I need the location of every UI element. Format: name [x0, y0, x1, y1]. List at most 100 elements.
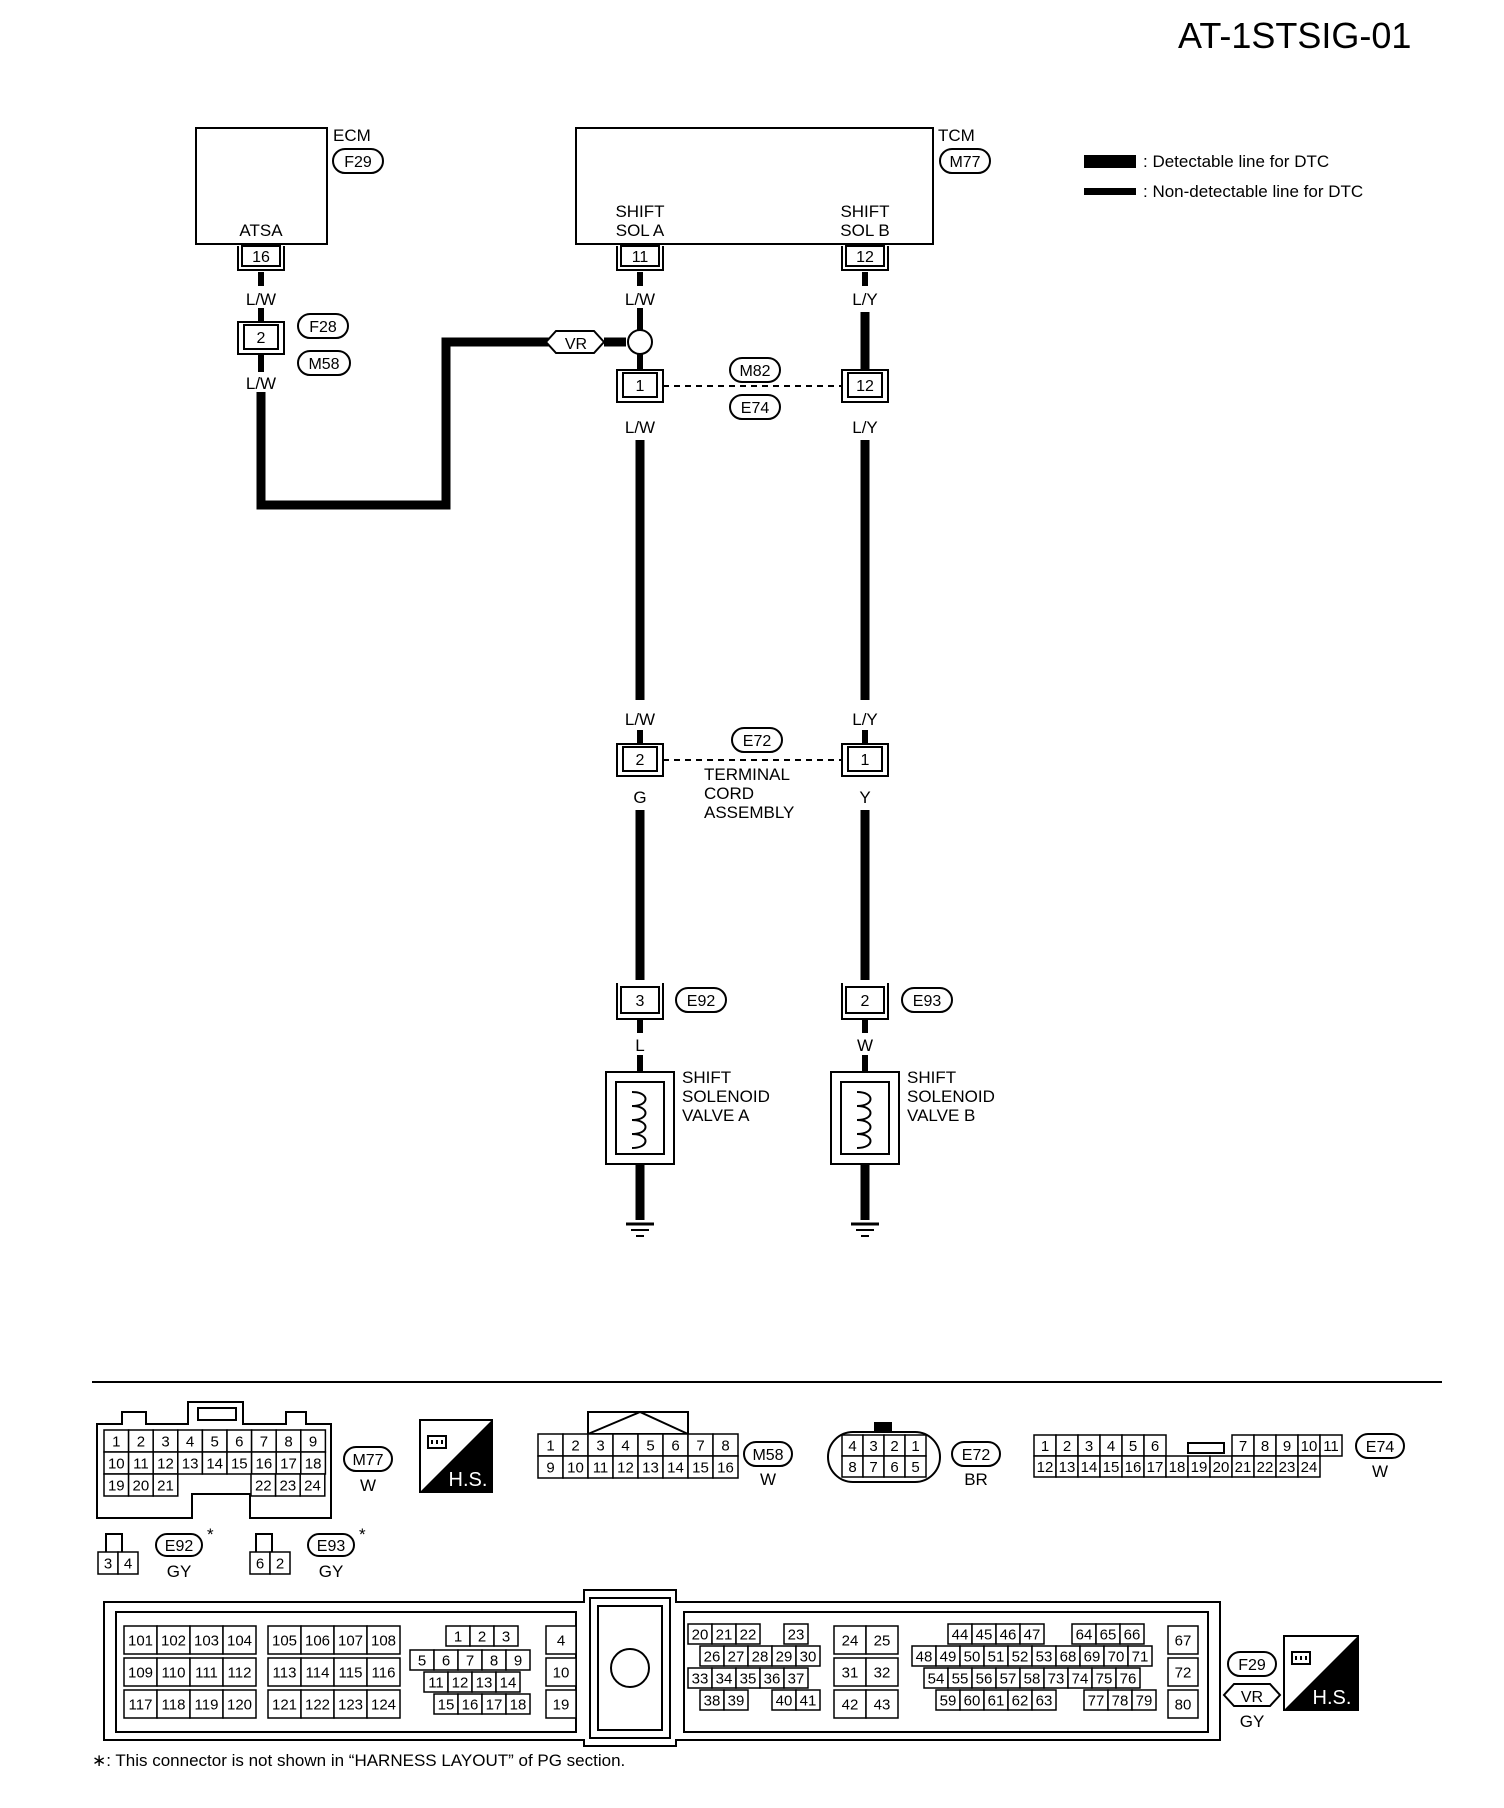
pin-number: 10 — [1301, 1438, 1318, 1455]
pin-cell — [1131, 1689, 1157, 1711]
pin-cell — [117, 1551, 139, 1575]
pin-number: 8 — [848, 1459, 856, 1476]
svg-text:E93: E93 — [913, 993, 942, 1010]
pin-cell — [505, 1649, 531, 1671]
pin-number: 18 — [305, 1455, 322, 1472]
pin-number: 119 — [195, 1696, 219, 1713]
pin-number: 12 — [617, 1459, 634, 1476]
pin-cell — [123, 1689, 158, 1719]
pin-cell — [712, 1455, 739, 1479]
wire-color-ly-1: L/Y — [852, 290, 878, 309]
pin-number: 102 — [161, 1632, 186, 1649]
wire-color-lw-3: L/W — [625, 290, 655, 309]
pin-number: 16 — [256, 1455, 273, 1472]
pin-number: 4 — [124, 1555, 132, 1572]
svg-text:12: 12 — [856, 378, 874, 395]
pin-cell — [189, 1689, 224, 1719]
pin-cell — [1167, 1689, 1199, 1719]
svg-text:M77: M77 — [352, 1452, 383, 1469]
pin-cell — [222, 1657, 257, 1687]
pin-cell — [1167, 1625, 1199, 1655]
pin-number: 1 — [112, 1433, 120, 1450]
m77-view-tag — [343, 1446, 393, 1472]
ground-symbol-a — [626, 1222, 654, 1237]
pin-cell — [495, 1671, 521, 1693]
wire-color-l: L — [635, 1036, 644, 1055]
pin-cell — [833, 1657, 867, 1687]
pin-number: 13 — [1059, 1459, 1076, 1476]
shift-sol-b-label-2: SOL B — [840, 221, 889, 240]
pin-number: 59 — [940, 1692, 957, 1709]
pin-cell — [333, 1689, 368, 1719]
pin-number: 38 — [704, 1692, 721, 1709]
legend: : Detectable line for DTC : Non-detectab… — [1084, 152, 1363, 201]
e72-color: BR — [964, 1470, 988, 1489]
e92-star: * — [207, 1525, 214, 1544]
pin-number: 25 — [874, 1632, 891, 1649]
pin-number: 12 — [452, 1674, 469, 1691]
pin-number: 20 — [133, 1477, 150, 1494]
pin-number: 54 — [928, 1670, 945, 1687]
wire-color-lw-5: L/W — [625, 710, 655, 729]
pin-number: 106 — [305, 1632, 330, 1649]
pin-cell — [1031, 1689, 1057, 1711]
svg-text:1: 1 — [861, 752, 870, 769]
svg-text:E92: E92 — [165, 1538, 194, 1555]
pin-cell — [189, 1657, 224, 1687]
pin-number: 16 — [1125, 1459, 1142, 1476]
wire-color-ly-2: L/Y — [852, 418, 878, 437]
pin-number: 18 — [1169, 1459, 1186, 1476]
pin-number: 3 — [596, 1437, 604, 1454]
pin-number: 19 — [1191, 1459, 1208, 1476]
pin-number: 41 — [800, 1692, 817, 1709]
svg-text:SHIFT: SHIFT — [682, 1068, 731, 1087]
footnote: ∗: This connector is not shown in “HARNE… — [92, 1751, 625, 1770]
svg-text:VR: VR — [1241, 1689, 1263, 1706]
pin-cell — [1019, 1623, 1045, 1645]
legend-non-detectable: : Non-detectable line for DTC — [1143, 182, 1363, 201]
pin-number: 13 — [476, 1674, 493, 1691]
pin-number: 3 — [161, 1433, 169, 1450]
pin-number: 9 — [1283, 1438, 1291, 1455]
pin-number: 9 — [514, 1652, 522, 1669]
pin-cell — [267, 1689, 302, 1719]
e72-view-tag — [951, 1441, 1001, 1467]
pin-number: 22 — [1257, 1459, 1274, 1476]
pin-number: 2 — [571, 1437, 579, 1454]
pin-cell — [267, 1625, 302, 1655]
pin-number: 110 — [162, 1664, 186, 1681]
shift-sol-a-label-2: SOL A — [616, 221, 665, 240]
e72-tag — [731, 727, 783, 753]
pin-number: 105 — [272, 1632, 297, 1649]
f28-tag — [297, 313, 349, 339]
pin-cell — [1319, 1434, 1343, 1457]
pin-number: 7 — [1239, 1438, 1247, 1455]
pin-number: 1 — [1041, 1438, 1049, 1455]
m58-latch — [587, 1410, 689, 1435]
svg-text:2: 2 — [257, 330, 266, 347]
pin-number: 120 — [227, 1696, 252, 1713]
pin-number: 17 — [280, 1455, 297, 1472]
wire-color-y: Y — [859, 788, 870, 807]
pin-cell — [123, 1625, 158, 1655]
pin-number: 22 — [740, 1626, 757, 1643]
pin-number: 47 — [1024, 1626, 1041, 1643]
pin-number: 124 — [371, 1696, 396, 1713]
wire-color-lw-4: L/W — [625, 418, 655, 437]
pin-number: 21 — [157, 1477, 174, 1494]
pin-number: 56 — [976, 1670, 993, 1687]
pin-number: 48 — [916, 1648, 933, 1665]
pin-number: 3 — [502, 1628, 510, 1645]
pin-number: 24 — [304, 1477, 321, 1494]
pin-number: 15 — [438, 1696, 455, 1713]
pin-number: 123 — [338, 1696, 363, 1713]
pin-number: 6 — [442, 1652, 450, 1669]
pin-number: 8 — [284, 1433, 292, 1450]
splice-point — [627, 329, 653, 355]
pin-number: 50 — [964, 1648, 981, 1665]
pin-number: 101 — [128, 1632, 153, 1649]
ecm-terminal-16: 16 — [237, 245, 285, 271]
harness-side-icon: H.S. — [419, 1419, 493, 1493]
pin-number: 31 — [842, 1664, 859, 1681]
m82-tag — [729, 357, 781, 383]
